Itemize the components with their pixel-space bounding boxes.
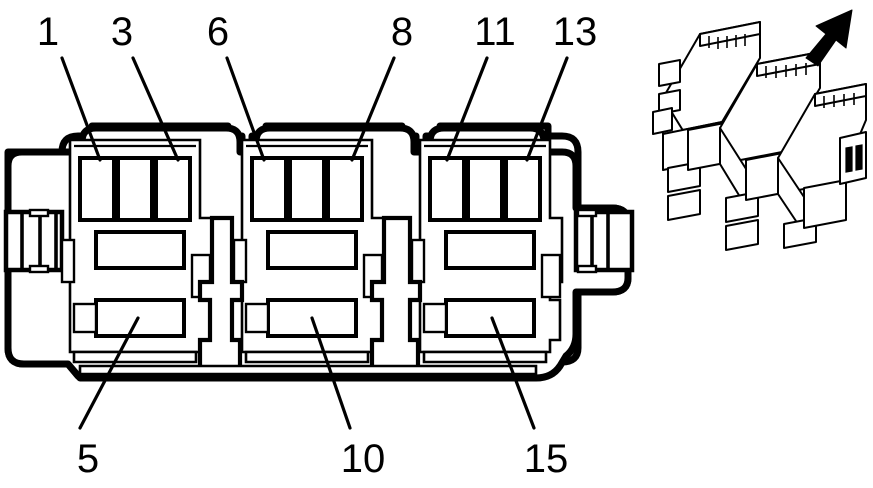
left-end-cap (3, 208, 65, 274)
block-left-bottom-lip (72, 350, 198, 364)
iso-module-right (777, 83, 867, 249)
leader-15 (490, 316, 536, 430)
block-center-bottom-lip (244, 350, 370, 364)
block-right-bottom-lip (422, 350, 548, 364)
leader-1 (60, 56, 102, 162)
cavity-7 (288, 156, 326, 222)
leader-13 (525, 56, 569, 162)
leader-3 (131, 56, 180, 162)
callout-label-15: 15 (524, 437, 569, 481)
callout-label-5: 5 (77, 437, 99, 481)
cavity-11 (428, 156, 466, 222)
block-right-tab-right (540, 253, 562, 299)
leader-8 (350, 56, 396, 162)
cavity-2 (116, 156, 154, 222)
callout-label-6: 6 (207, 10, 229, 54)
block-right-tab-bottom (422, 302, 448, 334)
block-center (232, 138, 386, 364)
right-end-cap (573, 208, 635, 274)
callout-label-10: 10 (341, 437, 386, 481)
block-left-tab-bottom (72, 302, 98, 334)
direction-arrow-icon (805, 9, 853, 67)
block-right (410, 138, 564, 364)
block-center-tab-mid (232, 238, 248, 284)
cavity-4 (94, 230, 186, 270)
block-right-tab-mid (410, 238, 426, 284)
leader-11 (445, 56, 489, 162)
callout-label-11: 11 (474, 10, 516, 54)
leader-6 (225, 56, 266, 162)
cavity-15 (444, 298, 536, 338)
leader-5 (78, 316, 140, 430)
cavity-5 (94, 298, 186, 338)
callout-label-13: 13 (553, 10, 598, 54)
block-left (60, 138, 214, 364)
cavity-3 (154, 156, 192, 222)
callouts-top: 1 3 6 8 11 13 (37, 10, 598, 162)
connector-front-view (3, 122, 635, 382)
cavity-6 (250, 156, 288, 222)
cavity-12 (466, 156, 504, 222)
leader-10 (310, 316, 352, 430)
housing-base-strip (78, 364, 538, 376)
callouts-bottom: 5 10 15 (77, 316, 569, 481)
block-center-tab-bottom (244, 302, 270, 334)
cavity-9 (266, 230, 358, 270)
iso-module-left (652, 21, 761, 221)
block-left-tab-mid (60, 238, 76, 284)
callout-label-8: 8 (391, 10, 413, 54)
iso-module-center (719, 51, 821, 251)
cavity-14 (444, 230, 536, 270)
cavity-8 (326, 156, 364, 222)
connector-isometric-view (652, 9, 867, 251)
cavity-1 (78, 156, 116, 222)
cavity-13 (504, 156, 542, 222)
callout-label-3: 3 (111, 10, 133, 54)
callout-label-1: 1 (37, 10, 59, 54)
